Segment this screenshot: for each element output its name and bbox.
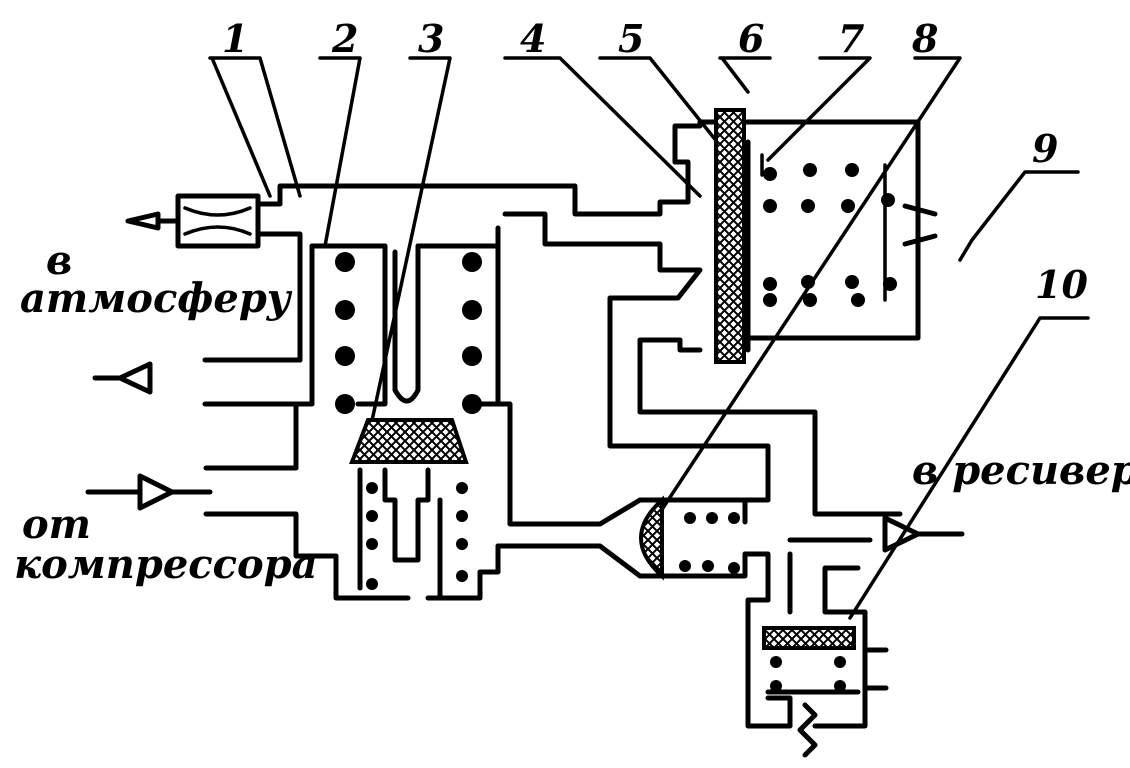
label-atmosphere-1: в: [46, 237, 72, 284]
callout-8: 8: [911, 16, 938, 61]
valve-seat: [349, 418, 469, 464]
callout-9: 9: [1032, 126, 1058, 171]
callout-2: 2: [331, 16, 358, 61]
leader-lines: [208, 56, 1090, 620]
label-compressor-2: компрессора: [14, 541, 318, 588]
callout-6: 6: [738, 16, 764, 61]
governor-piston: [714, 108, 746, 364]
label-receiver: в ресивер: [912, 447, 1130, 494]
callout-3: 3: [418, 16, 444, 61]
arrow-out-left-icon: [117, 361, 153, 395]
callout-5: 5: [618, 16, 644, 61]
label-compressor-1: от: [22, 501, 91, 548]
pressure-governor: [637, 108, 938, 517]
exhaust-silencer: [125, 193, 261, 249]
main-valve-body: [202, 211, 771, 601]
callout-7: 7: [838, 16, 864, 61]
label-atmosphere-2: атмосферу: [20, 275, 293, 322]
callout-4: 4: [520, 16, 546, 61]
callout-10: 10: [1035, 262, 1088, 307]
check-valve: [637, 495, 771, 603]
safety-valve: [745, 597, 889, 758]
callout-1: 1: [222, 16, 248, 61]
arrow-to-atmosphere-icon: [125, 211, 161, 231]
adjust-screw: [902, 203, 938, 247]
arrow-to-receiver-icon: [882, 515, 921, 553]
main-valve-springs: [335, 252, 482, 590]
arrow-from-compressor-icon: [137, 473, 175, 511]
